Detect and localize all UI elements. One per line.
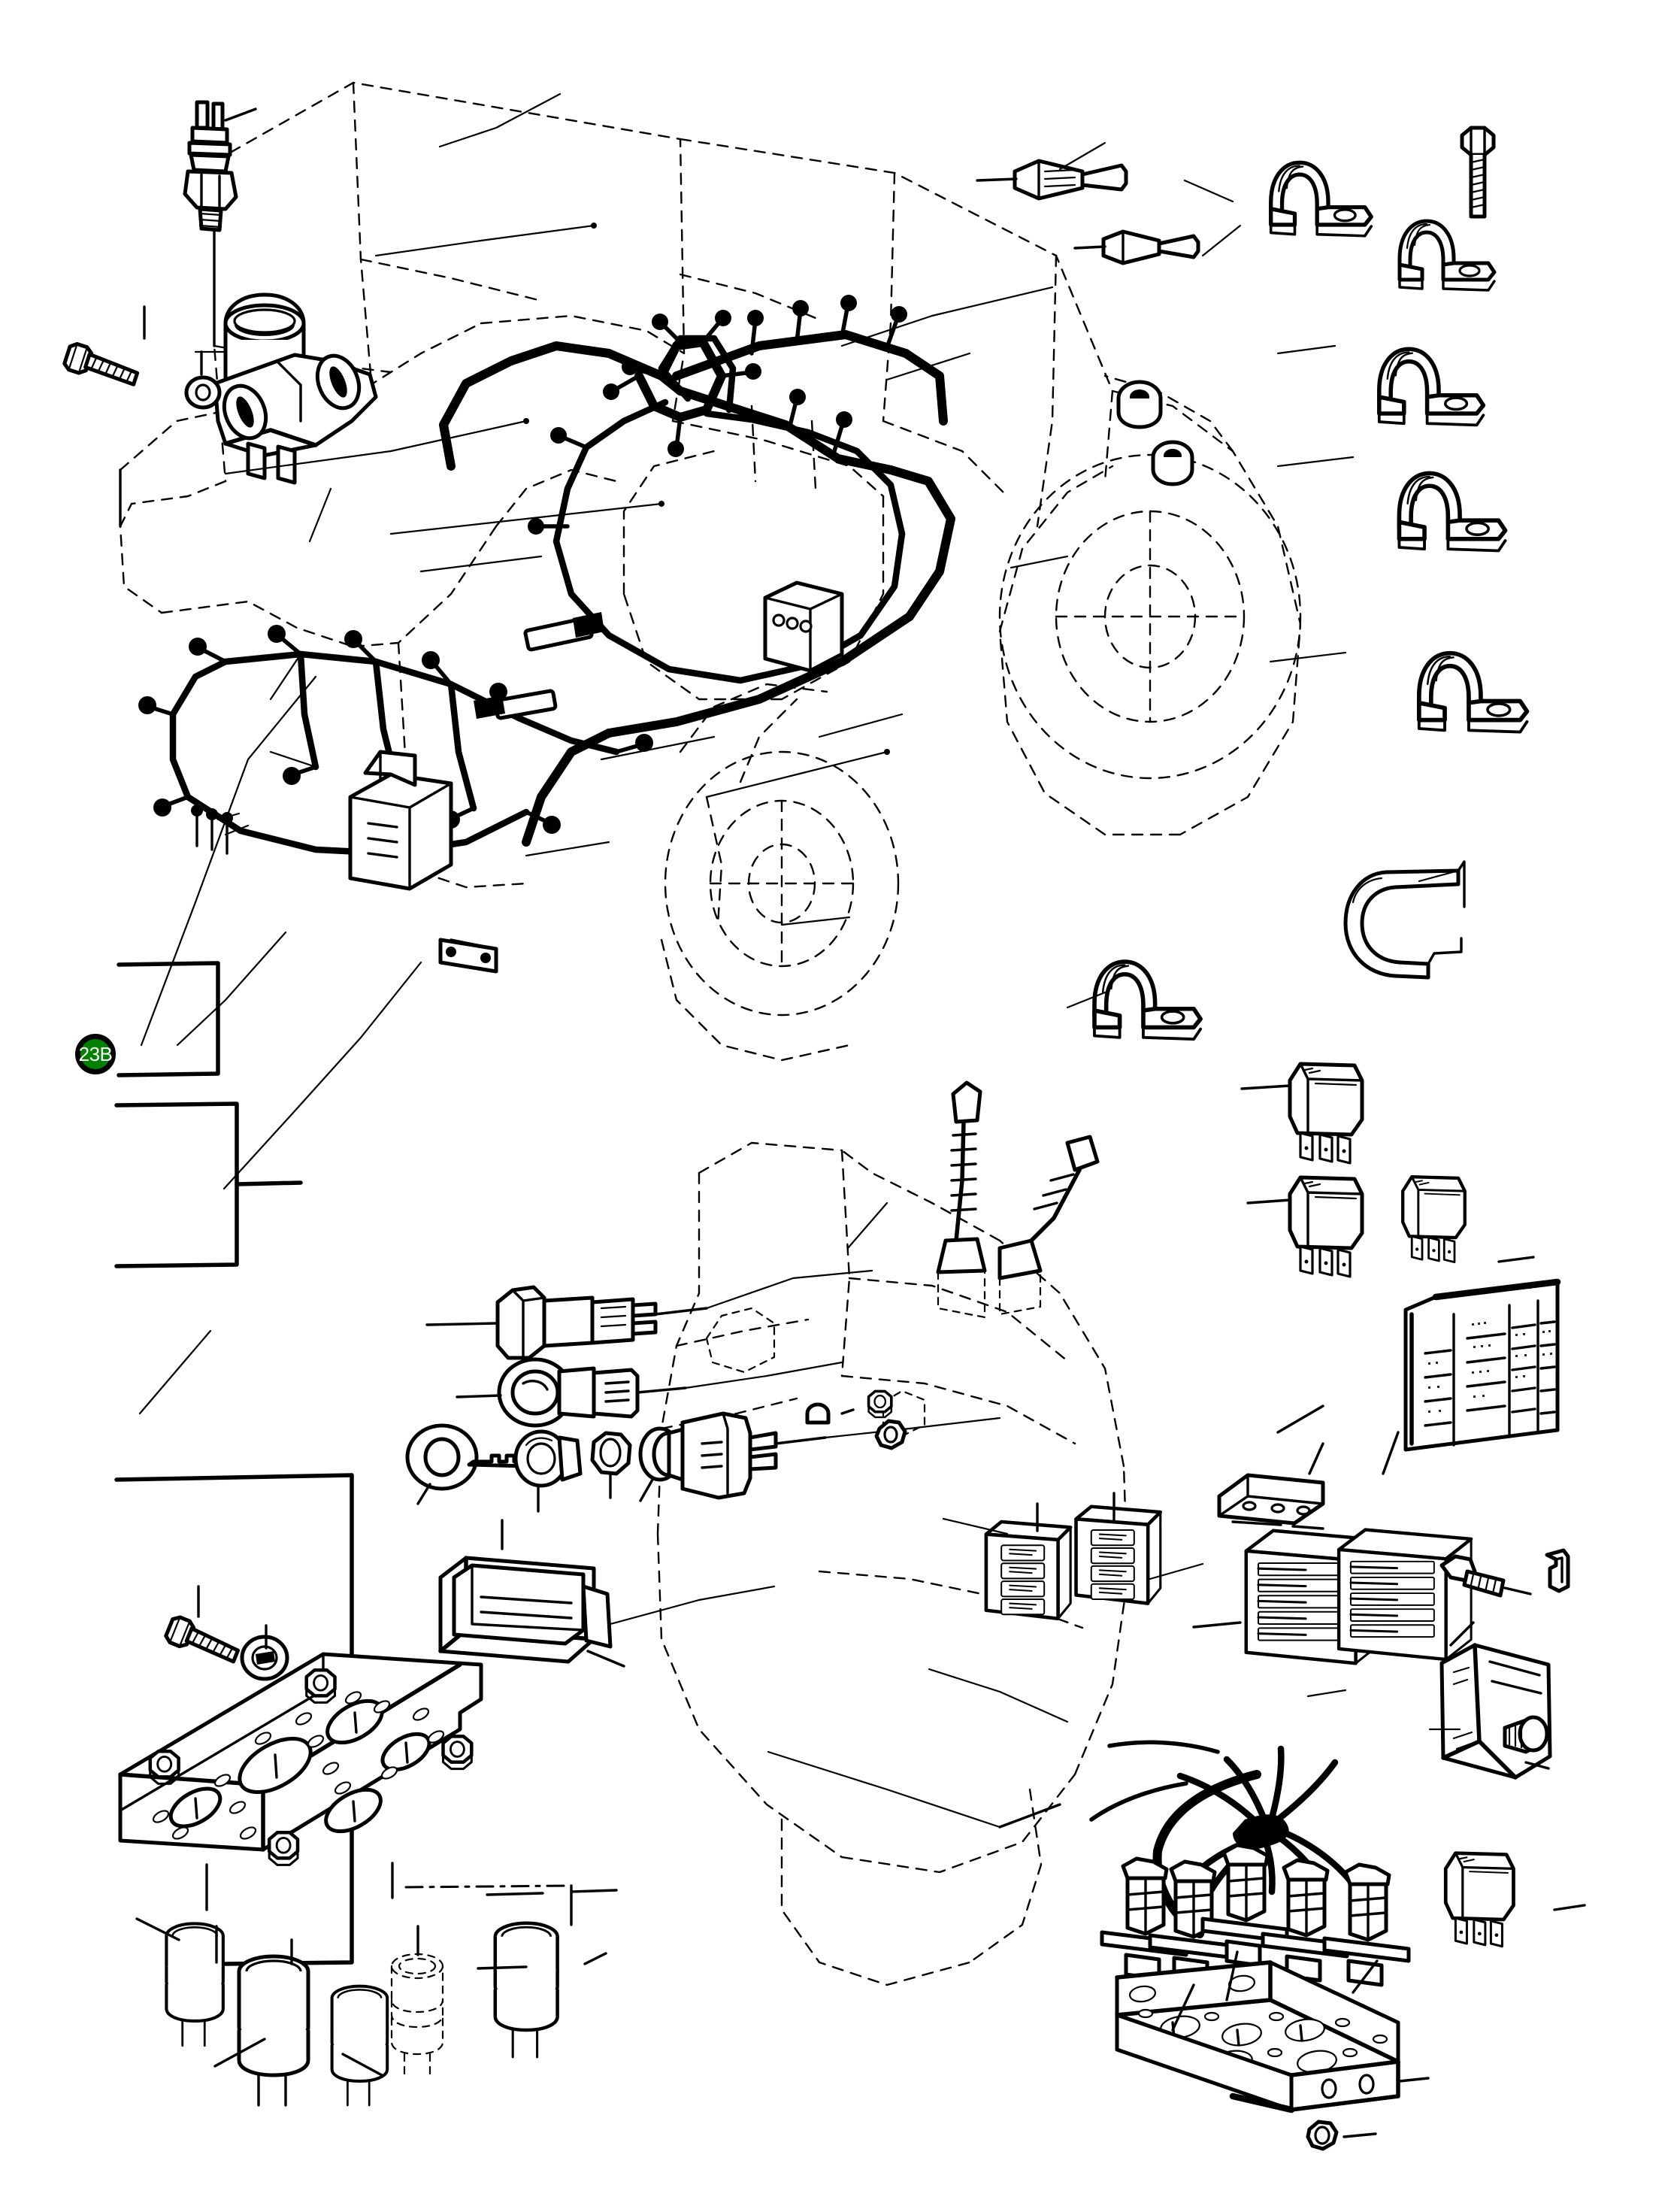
leader-panel-fasteners [197,1585,394,1911]
leader-connector-dashed [404,1884,573,1889]
mount-strip [1217,1442,1325,1530]
hex-bolt-top [1462,128,1494,217]
nut-lower [1306,2120,1377,2151]
relay-3 [1403,1177,1465,1262]
console-small-fastener [805,1402,855,1425]
panel-nut-right [443,1736,472,1768]
connector-round-d [390,1953,444,2077]
leader-connectors [135,1917,607,2077]
console-fastener [867,1389,893,1419]
harness-inline-connector-b [474,689,558,720]
junction-block-assembly [213,292,378,485]
reference-badge-23b[interactable]: 23B [75,1034,116,1074]
decal-legend [1403,1278,1561,1452]
leader-lines-vehicle [138,92,1461,1731]
lock-ring [513,1429,583,1513]
clamp-a [1271,162,1372,236]
console-small-nut [874,1419,907,1450]
connector-round-b [239,1956,308,2105]
ground-strap [438,938,498,974]
leader-panel-right [486,1889,618,1896]
switch-panel-lower [1115,1960,1430,2114]
leader-fuse-blocks [1036,1492,1115,1532]
fuse-block-a [986,1522,1070,1619]
clip-small [1545,1548,1570,1593]
wheel-ghost-front [660,683,900,1062]
toggle-switch-4 [1261,1858,1349,1983]
leader-tips [523,223,890,755]
clamp-e [1419,653,1527,732]
hex-nut-switch [590,1431,632,1499]
callout-bracket-lower [114,1101,303,1268]
cap-screw-upper-left [63,342,140,390]
callout-bracket-upper [117,961,220,1077]
grommet-a [1116,380,1163,429]
lock-washer-panel [240,1635,289,1681]
grommet-b [1151,440,1194,486]
leader-relays [1240,1084,1586,1911]
pressure-switch [183,100,257,232]
ignition-key [405,1423,528,1505]
leader-switch-bank [998,1803,1379,2032]
bullet-connector-a [976,159,1128,201]
leader-work-lamp [609,1585,776,1626]
relay-1 [1290,1064,1362,1163]
ignition-switch [638,1411,827,1502]
switch-bank [1100,1843,1411,1987]
joystick-levers [936,1080,1100,1319]
wheel-ghost-rear [998,453,1302,780]
connector-round-c [332,1986,388,2105]
leader-capscrew-upper [143,305,203,376]
switch-mount-panel [118,1652,483,1865]
relay-4 [1445,1853,1513,1947]
bullet-connector-b [1073,229,1200,265]
clamp-c [1379,349,1484,425]
fuse-relay-box-vehicle [348,750,453,891]
connector-round-a [166,1923,222,2045]
clamp-d [1399,473,1505,550]
vehicle-ghost-upper [119,81,1302,926]
terminal-block-b [1339,1530,1471,1659]
work-lamp [438,1519,625,1668]
connector-round-e [495,1923,558,2057]
clamp-f [1094,962,1200,1039]
relay-2 [1290,1177,1362,1277]
harness-main [439,330,955,847]
clamp-b [1400,221,1494,290]
circuit-breaker [1439,1621,1552,1780]
leader-terminal-blocks [1192,1404,1400,1629]
leader-console-to-lower [767,1517,1069,1829]
washer-upper-left [186,377,219,408]
fuse-block-b [1076,1507,1161,1604]
cap-screw-panel [165,1615,241,1667]
leader-switch-column [684,1201,1001,1439]
screw-terminal [1439,1554,1532,1598]
open-spring-clip [1343,860,1466,980]
harness-inline-connector-a [523,612,604,652]
relay-module-dash [763,580,844,673]
rocker-switch-a [425,1285,708,1360]
toggle-switch-5 [1322,1862,1411,1987]
panel-nut-bottom [269,1832,298,1865]
rocker-switch-b [456,1357,687,1428]
